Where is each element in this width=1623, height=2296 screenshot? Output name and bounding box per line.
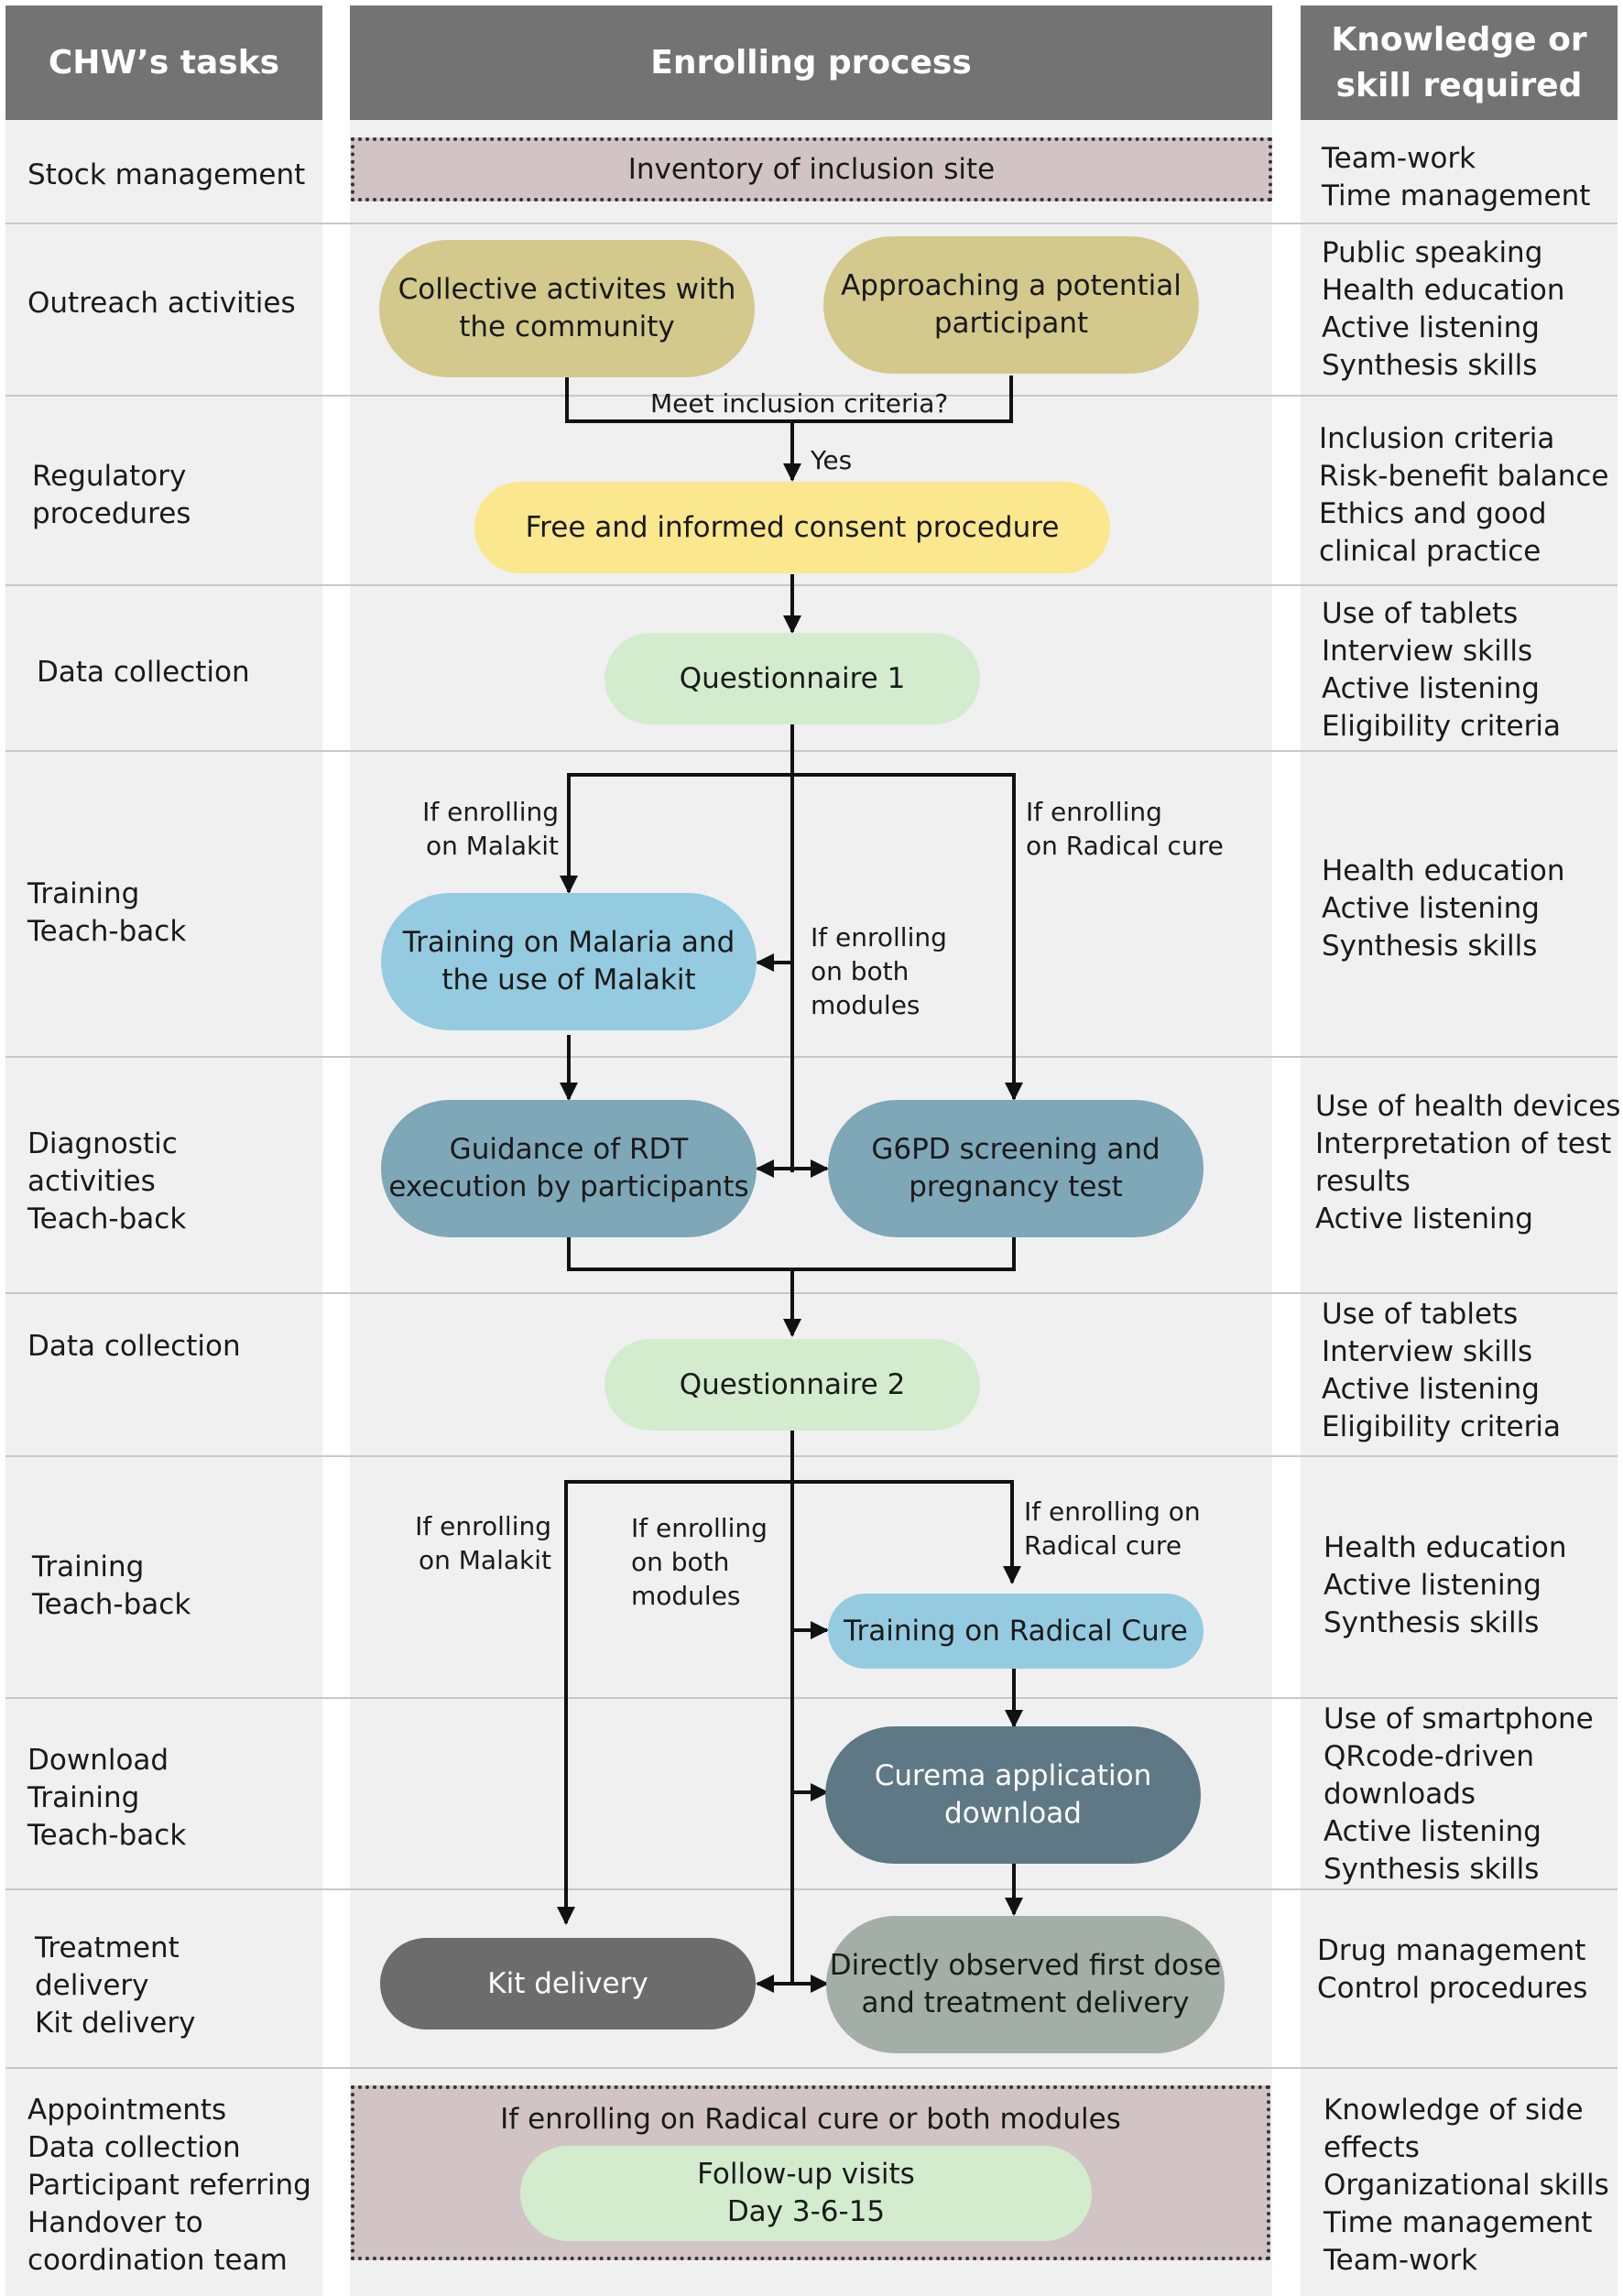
task-outreach: Outreach activities (27, 287, 296, 320)
header-process: Enrolling process (350, 5, 1272, 120)
tasks-column-bg (5, 120, 322, 2296)
skills-download: Use of smartphone QRcode-driven download… (1323, 1703, 1594, 1886)
g6pd-screening-node: G6PD screening and pregnancy test (828, 1100, 1204, 1237)
inventory-label: Inventory of inclusion site (627, 152, 996, 186)
task-data-collection-2: Data collection (27, 1330, 241, 1363)
skills-regulatory: Inclusion criteria Risk-benefit balance … (1319, 422, 1609, 568)
task-diagnostic: Diagnostic activities Teach-back (27, 1127, 187, 1235)
row-divider (5, 750, 1618, 752)
collective-activities-node: Collective activites with the community (379, 240, 755, 377)
skills-training-2: Health education Active listening Synthe… (1323, 1531, 1567, 1639)
knowledge-column-bg (1301, 120, 1618, 2296)
row-divider (5, 1056, 1618, 1058)
task-data-collection-1: Data collection (37, 656, 250, 689)
row-divider (5, 1455, 1618, 1457)
directly-observed-dose-node: Directly observed first dose and treatme… (826, 1916, 1225, 2053)
training-radical-cure-node: Training on Radical Cure (828, 1594, 1204, 1669)
training-malaria-node: Training on Malaria and the use of Malak… (381, 893, 757, 1030)
row-divider (5, 395, 1618, 397)
skills-treatment: Drug management Control procedures (1317, 1934, 1588, 2005)
followup-visits-node: Follow-up visits Day 3-6-15 (520, 2146, 1092, 2241)
row-divider (5, 2067, 1618, 2069)
questionnaire-1-node: Questionnaire 1 (605, 633, 980, 724)
header-knowledge: Knowledge or skill required (1301, 5, 1618, 120)
row-divider (5, 1292, 1618, 1294)
guidance-rdt-node: Guidance of RDT execution by participant… (381, 1100, 757, 1237)
questionnaire-2-node: Questionnaire 2 (605, 1339, 980, 1431)
yes-label: Yes (811, 445, 853, 475)
approaching-participant-node: Approaching a potential participant (823, 236, 1199, 374)
kit-delivery-node: Kit delivery (380, 1938, 756, 2029)
skills-data-collection-1: Use of tablets Interview skills Active l… (1322, 597, 1561, 743)
meet-criteria-label: Meet inclusion criteria? (650, 388, 949, 419)
row-divider (5, 1697, 1618, 1699)
task-training-1: Training Teach-back (27, 877, 187, 948)
if-radical-label-2: If enrolling on Radical cure (1024, 1496, 1201, 1561)
if-radical-label-1: If enrolling on Radical cure (1026, 797, 1224, 861)
task-download: Download Training Teach-back (27, 1744, 187, 1852)
row-divider (5, 1888, 1618, 1890)
task-training-2: Training Teach-back (32, 1551, 191, 1621)
if-both-label-1: If enrolling on both modules (811, 922, 947, 1020)
skills-outreach: Public speaking Health education Active … (1322, 236, 1565, 382)
curema-download-node: Curema application download (825, 1726, 1201, 1864)
task-stock-management: Stock management (27, 158, 306, 191)
task-treatment: Treatment delivery Kit delivery (35, 1931, 196, 2040)
skills-training-1: Health education Active listening Synthe… (1322, 854, 1565, 963)
if-malakit-label-2: If enrolling on Malakit (415, 1511, 551, 1575)
task-regulatory: Regulatory procedures (32, 460, 191, 530)
if-malakit-label-1: If enrolling on Malakit (422, 797, 559, 861)
followup-title: If enrolling on Radical cure or both mod… (500, 2102, 1121, 2136)
consent-procedure-node: Free and informed consent procedure (474, 482, 1110, 573)
skills-diagnostic: Use of health devices Interpretation of … (1315, 1090, 1621, 1235)
skills-stock: Team-work Time management (1322, 142, 1591, 212)
skills-appointments: Knowledge of side effects Organizational… (1323, 2094, 1609, 2277)
inventory-box (351, 137, 1272, 201)
skills-data-collection-2: Use of tablets Interview skills Active l… (1322, 1298, 1561, 1443)
if-both-label-2: If enrolling on both modules (631, 1513, 768, 1611)
row-divider (5, 584, 1618, 586)
row-divider (5, 223, 1618, 224)
header-tasks: CHW’s tasks (5, 5, 322, 120)
task-appointments: Appointments Data collection Participant… (27, 2094, 311, 2277)
